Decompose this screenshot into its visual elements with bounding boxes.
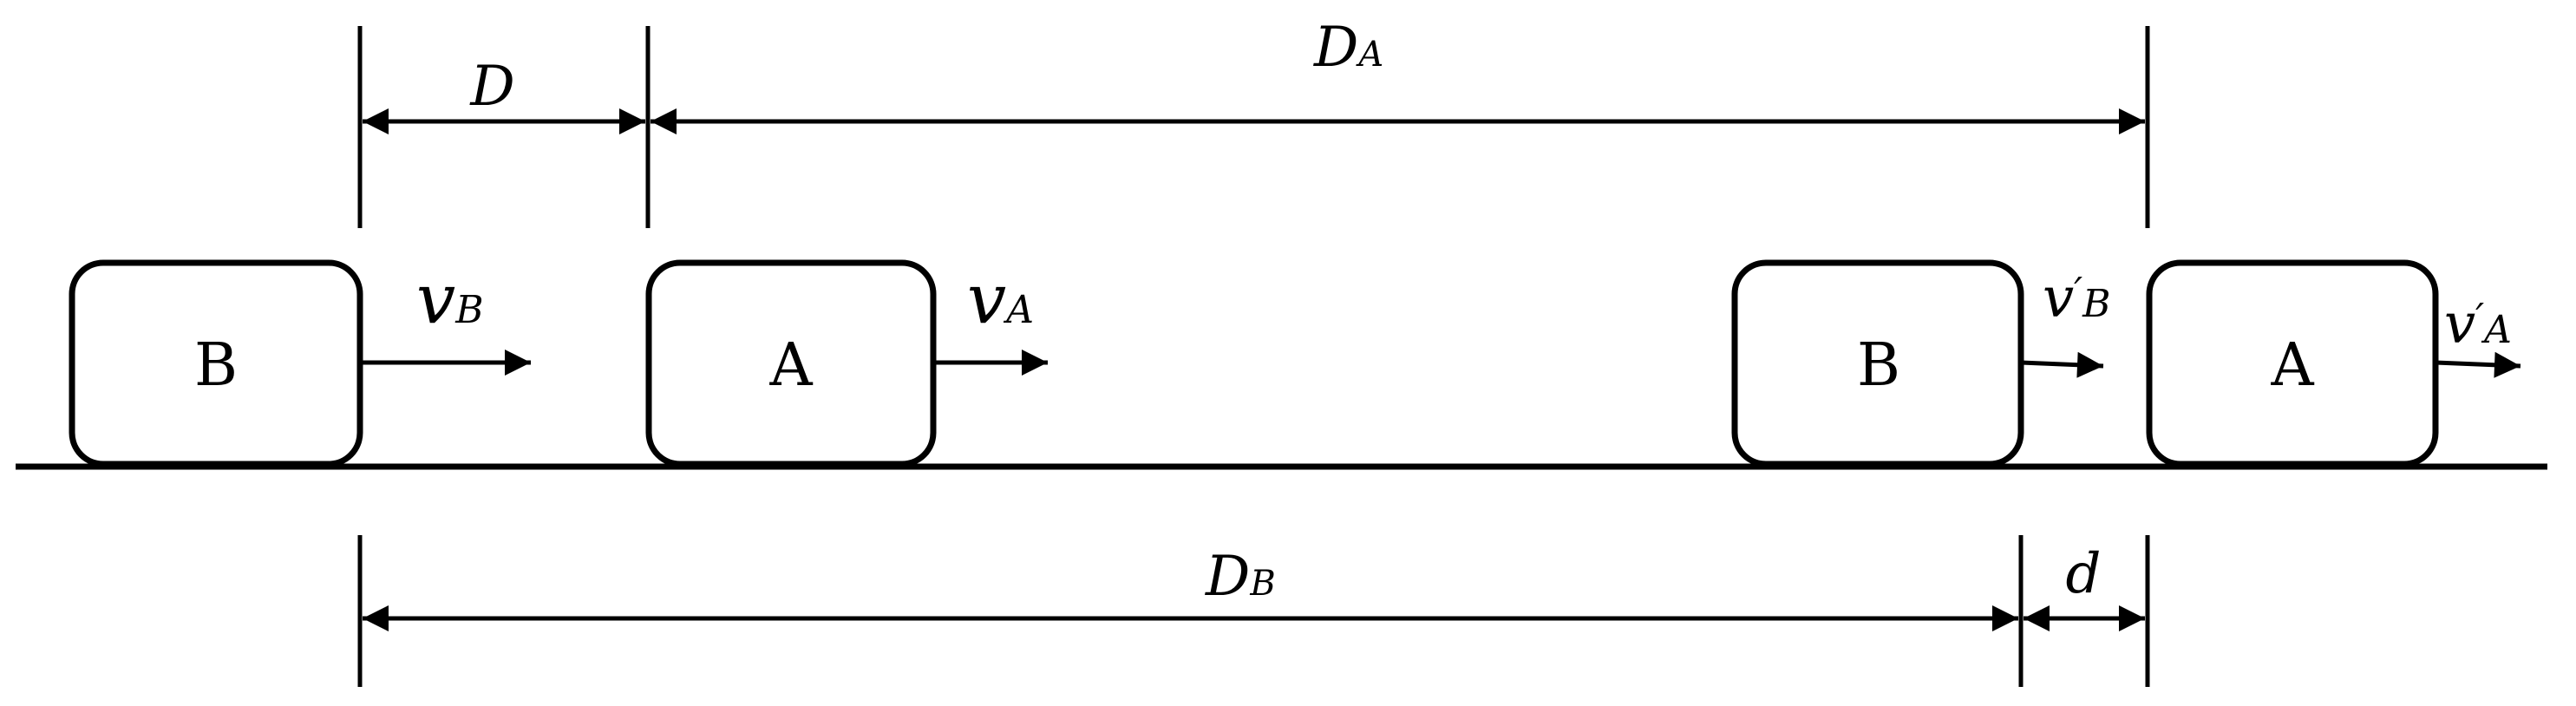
label-d-final: d [2066,542,2102,606]
label-va-final: v′A [2444,292,2512,356]
block-b-final: B [1731,259,2024,467]
label-db: DB [1205,545,1276,609]
block-a-initial: A [645,259,937,467]
label-d-initial: D [469,55,514,119]
label-va: vA [967,258,1034,339]
block-label-a-initial: A [768,331,813,400]
block-label-b-final: B [1857,331,1900,400]
block-label-a-final: A [2270,331,2314,400]
block-label-b-initial: B [194,331,238,400]
label-da: DA [1313,16,1383,80]
velocity-arrow-a-final [2435,351,2521,378]
label-vb-final: v′B [2043,266,2111,330]
label-vb: vB [416,258,484,339]
block-b-initial: B [69,259,363,467]
block-a-final: A [2146,259,2439,467]
velocity-arrow-b-final [2020,351,2104,378]
